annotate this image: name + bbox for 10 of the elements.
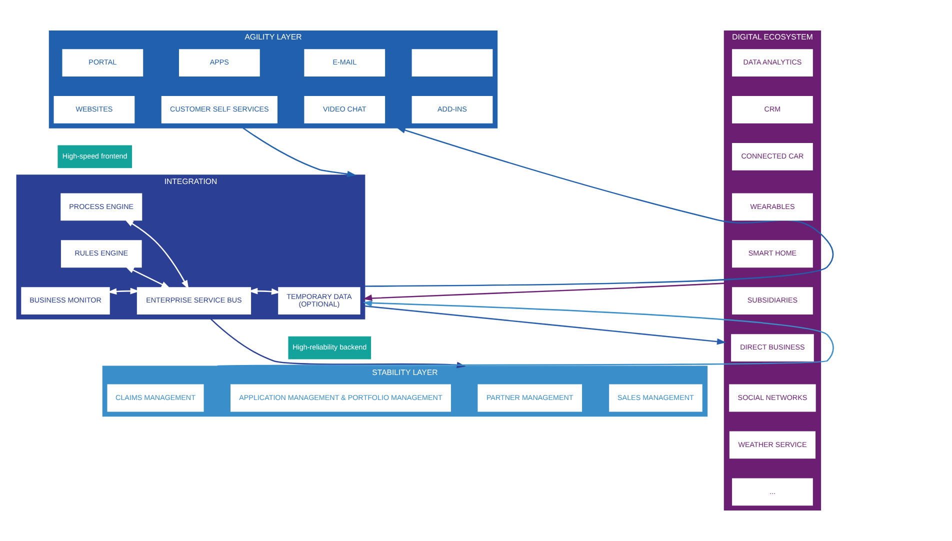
arrow xyxy=(362,282,724,301)
arrow xyxy=(217,300,834,367)
arrow xyxy=(124,266,170,289)
arrow xyxy=(107,288,140,295)
arrow xyxy=(364,127,834,287)
arrow xyxy=(242,127,356,178)
arrow xyxy=(124,218,189,290)
arrow xyxy=(248,288,281,295)
arrow xyxy=(364,305,726,345)
node-box xyxy=(412,49,493,76)
